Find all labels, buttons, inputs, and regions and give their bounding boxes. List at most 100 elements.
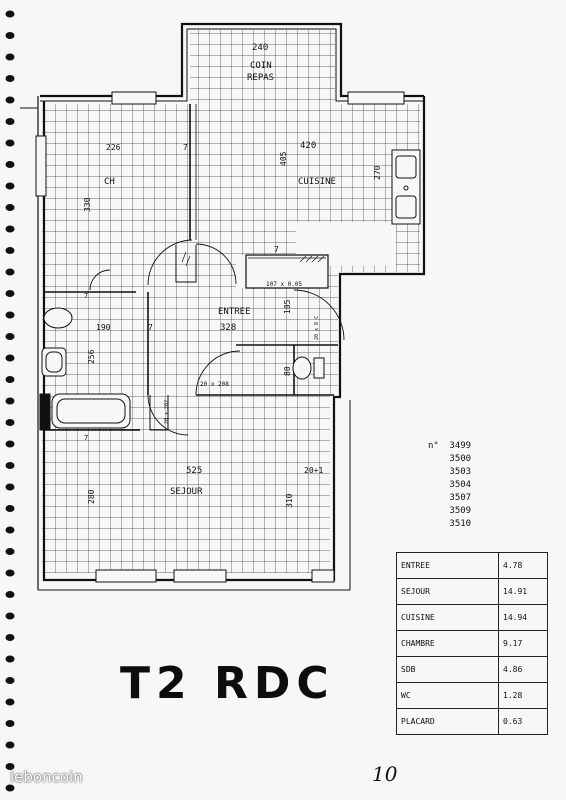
area-room: ENTREE bbox=[396, 552, 499, 579]
dim-7-e: 7 bbox=[84, 434, 88, 442]
floor-tiles bbox=[42, 30, 420, 573]
lot-row: n° 3499 bbox=[428, 440, 471, 453]
lot-value: 3503 bbox=[449, 467, 472, 477]
binding-ring bbox=[5, 741, 15, 749]
label-coin: COIN bbox=[250, 61, 272, 71]
dim-420: 420 bbox=[300, 141, 316, 151]
binding-ring bbox=[5, 10, 15, 18]
annotation-20x208: 20 x 208 bbox=[200, 381, 229, 388]
area-value: 14.91 bbox=[498, 578, 548, 605]
dim-405: 405 bbox=[279, 151, 288, 166]
binding-ring bbox=[5, 548, 15, 555]
binding-ring bbox=[5, 655, 15, 663]
dim-7-c: 7 bbox=[274, 245, 279, 254]
dim-226: 226 bbox=[106, 143, 121, 152]
binding-ring bbox=[5, 419, 15, 426]
dim-328: 328 bbox=[220, 323, 236, 333]
watermark-logo: leboncoin bbox=[10, 768, 83, 786]
binding-ring bbox=[5, 118, 15, 125]
dim-7-d: 7 bbox=[84, 292, 88, 300]
binding-ring bbox=[5, 763, 15, 770]
area-room: PLACARD bbox=[396, 708, 499, 735]
kitchen-counter bbox=[391, 149, 421, 225]
area-value: 14.94 bbox=[498, 604, 548, 631]
area-value: 1.28 bbox=[498, 682, 548, 709]
area-value: 4.78 bbox=[498, 552, 548, 579]
label-chambre: CH bbox=[104, 177, 115, 187]
dim-280: 280 bbox=[87, 489, 96, 504]
area-room: CUISINE bbox=[396, 604, 499, 631]
page-number: 10 bbox=[372, 762, 398, 786]
binding-ring bbox=[5, 698, 15, 706]
lot-value: 3507 bbox=[449, 493, 472, 503]
binding-ring bbox=[5, 677, 15, 684]
lot-row: 3504 bbox=[428, 479, 471, 492]
lot-value: 3504 bbox=[449, 480, 472, 490]
label-sejour: SEJOUR bbox=[170, 487, 203, 497]
dim-80: 80 bbox=[283, 366, 292, 376]
binding-ring bbox=[5, 204, 15, 211]
wall-hatching bbox=[181, 251, 325, 267]
binding-ring bbox=[5, 376, 15, 383]
windows bbox=[35, 91, 405, 583]
lot-row: 3510 bbox=[428, 518, 471, 531]
dim-7-a: 7 bbox=[183, 143, 188, 152]
binding-ring bbox=[5, 182, 15, 190]
lot-value: 3510 bbox=[449, 519, 472, 529]
dim-190: 190 bbox=[96, 323, 111, 332]
area-room: SEJOUR bbox=[396, 578, 499, 605]
dim-270: 270 bbox=[373, 165, 382, 180]
area-value: 4.86 bbox=[498, 656, 548, 683]
area-value: 0.63 bbox=[498, 708, 548, 735]
dim-105: 105 bbox=[283, 299, 292, 314]
lot-row: 3500 bbox=[428, 453, 471, 466]
binding-ring bbox=[5, 505, 15, 512]
label-repas: REPAS bbox=[247, 73, 274, 83]
annotation-107x005: 107 x 0.05 bbox=[266, 281, 303, 288]
lot-value: 3509 bbox=[449, 506, 472, 516]
plan-title: T2 RDC bbox=[120, 658, 335, 709]
lot-numbers: n° 3499 3500 3503 3504 3507 3509 3510 bbox=[428, 440, 471, 531]
room-labels: COIN REPAS CUISINE CH ENTREE SEJOUR bbox=[104, 61, 336, 497]
dim-310: 310 bbox=[285, 493, 294, 508]
interior-walls bbox=[44, 104, 338, 431]
binding-ring bbox=[5, 397, 15, 405]
binding-ring bbox=[5, 268, 15, 276]
area-room: SDB bbox=[396, 656, 499, 683]
lot-prefix: n° bbox=[428, 441, 439, 451]
label-cuisine: CUISINE bbox=[298, 177, 336, 187]
binding-ring bbox=[5, 247, 15, 254]
binding-ring bbox=[5, 634, 15, 641]
binding-ring bbox=[5, 612, 15, 620]
area-room: CHAMBRE bbox=[396, 630, 499, 657]
lot-row: 3503 bbox=[428, 466, 471, 479]
binding-ring bbox=[5, 139, 15, 147]
annotations: 107 x 0.05 20 x 208 20 + 202 20 x 8 C bbox=[164, 281, 320, 424]
binding-ring bbox=[5, 290, 15, 297]
binding-ring bbox=[5, 53, 15, 61]
lot-value: 3500 bbox=[449, 454, 472, 464]
binding-ring bbox=[5, 32, 15, 39]
door-swings bbox=[89, 239, 345, 436]
dimension-labels: 240 226 7 405 420 270 330 190 7 328 256 … bbox=[83, 43, 382, 508]
lot-value: 3499 bbox=[449, 441, 472, 451]
area-value: 9.17 bbox=[498, 630, 548, 657]
dim-330: 330 bbox=[83, 197, 92, 212]
dim-525: 525 bbox=[186, 466, 202, 476]
binding-ring bbox=[5, 75, 15, 82]
binding-ring bbox=[5, 483, 15, 491]
area-room: WC bbox=[396, 682, 499, 709]
binding-ring bbox=[5, 333, 15, 340]
dim-256: 256 bbox=[87, 349, 96, 364]
binding-ring bbox=[5, 225, 15, 233]
dim-20-plus-1: 20+1 bbox=[304, 466, 323, 475]
binding-ring bbox=[5, 440, 15, 448]
